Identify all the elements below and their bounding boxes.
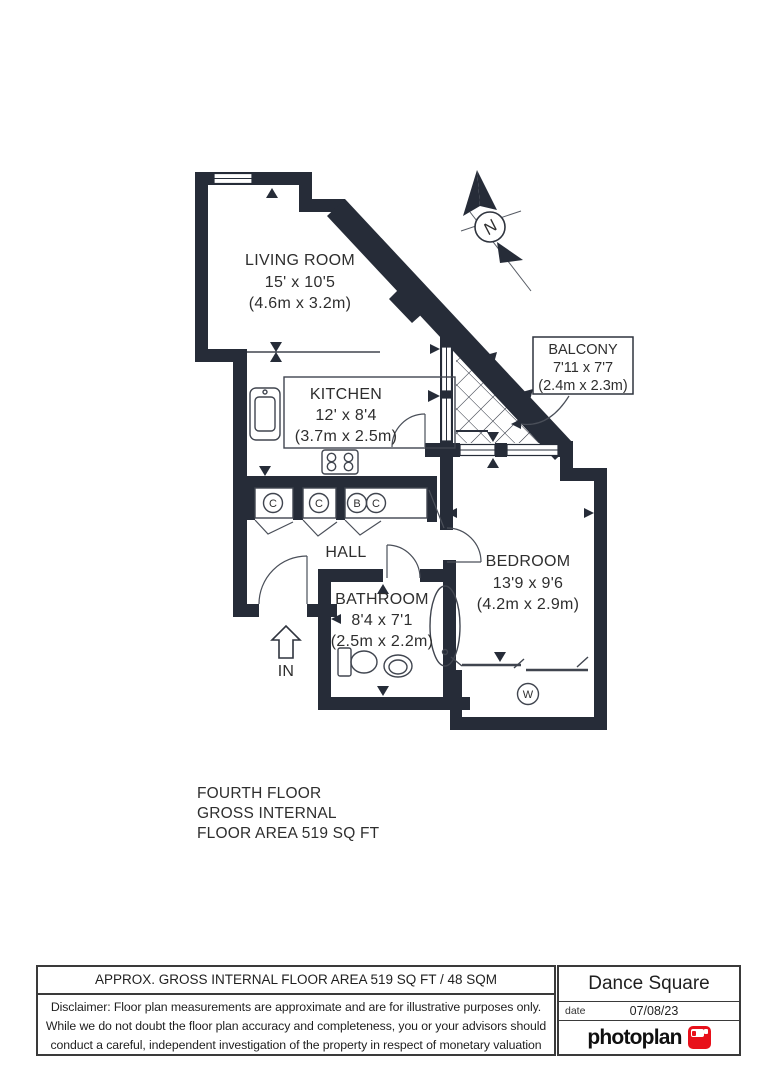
bathroom-size-imperial: 8'4 x 7'1 <box>351 612 412 629</box>
doors <box>254 413 482 605</box>
wardrobe: W <box>450 656 589 706</box>
hob <box>321 449 359 475</box>
bedroom-size-metric: (4.2m x 2.9m) <box>477 596 580 613</box>
date-row: date 07/08/23 <box>559 1002 739 1021</box>
living-room-size-metric: (4.6m x 3.2m) <box>249 295 352 312</box>
cupboard-3c-label: C <box>372 498 380 510</box>
toilet-cistern <box>337 647 352 677</box>
wardrobe-label: W <box>523 689 534 701</box>
toilet-bowl <box>350 650 378 674</box>
windows <box>213 172 559 457</box>
direction-markers <box>198 188 594 696</box>
cupboard-2-label: C <box>315 498 323 510</box>
cupboard-1-label: C <box>269 498 277 510</box>
basin <box>383 654 413 678</box>
property-name: Dance Square <box>559 967 739 1002</box>
floor-summary: FOURTH FLOOR GROSS INTERNAL FLOOR AREA 5… <box>197 785 380 842</box>
bathroom-size-metric: (2.5m x 2.2m) <box>331 633 434 650</box>
brand-name: photoplan <box>587 1025 682 1049</box>
floor-summary-line1: FOURTH FLOOR <box>197 785 321 802</box>
date-label: date <box>565 1005 586 1017</box>
disclaimer-line-3: conduct a careful, independent investiga… <box>50 1038 542 1052</box>
floor-summary-line2: GROSS INTERNAL <box>197 805 337 822</box>
kitchen-size-metric: (3.7m x 2.5m) <box>295 428 398 445</box>
balcony-name: BALCONY <box>548 342 618 358</box>
entrance-label: IN <box>278 663 295 680</box>
disclaimer-text: Disclaimer: Floor plan measurements are … <box>38 995 554 1055</box>
bathtub <box>429 585 461 667</box>
kitchen-fixtures <box>247 351 456 475</box>
bathroom-name: BATHROOM <box>335 591 429 608</box>
entrance-arrow-icon <box>270 624 302 659</box>
room-labels: LIVING ROOM 15' x 10'5 (4.6m x 3.2m) KIT… <box>245 252 579 650</box>
floor-plan-svg: C C B C W <box>195 170 634 842</box>
living-room-name: LIVING ROOM <box>245 252 355 269</box>
hall-name: HALL <box>325 544 366 561</box>
bedroom-name: BEDROOM <box>486 553 571 570</box>
date-value: 07/08/23 <box>629 1004 679 1018</box>
walls <box>195 172 607 730</box>
compass-icon: N <box>460 170 532 292</box>
camera-logo-icon <box>687 1026 711 1049</box>
footer-title-box: Dance Square date 07/08/23 photoplan <box>557 965 741 1056</box>
cupboard-3b-label: B <box>353 498 360 510</box>
bathroom-fixtures <box>337 585 461 678</box>
gross-area-heading: APPROX. GROSS INTERNAL FLOOR AREA 519 SQ… <box>38 967 554 995</box>
living-room-size-imperial: 15' x 10'5 <box>265 274 336 291</box>
footer-info-box: APPROX. GROSS INTERNAL FLOOR AREA 519 SQ… <box>36 965 556 1056</box>
balcony-size-metric: (2.4m x 2.3m) <box>538 378 627 394</box>
balcony-callout: BALCONY 7'11 x 7'7 (2.4m x 2.3m) <box>511 336 634 429</box>
balcony-size-imperial: 7'11 x 7'7 <box>553 360 613 376</box>
sink <box>249 387 281 441</box>
kitchen-name: KITCHEN <box>310 386 382 403</box>
disclaimer-line-2: While we do not doubt the floor plan acc… <box>45 1019 547 1033</box>
brand-row: photoplan <box>559 1021 739 1054</box>
cupboards: C C B C <box>254 487 428 519</box>
entrance: IN <box>270 624 302 680</box>
floor-summary-line3: FLOOR AREA 519 SQ FT <box>197 825 380 842</box>
disclaimer-line-1: Disclaimer: Floor plan measurements are … <box>50 1000 542 1014</box>
kitchen-size-imperial: 12' x 8'4 <box>315 407 376 424</box>
bedroom-size-imperial: 13'9 x 9'6 <box>493 575 564 592</box>
